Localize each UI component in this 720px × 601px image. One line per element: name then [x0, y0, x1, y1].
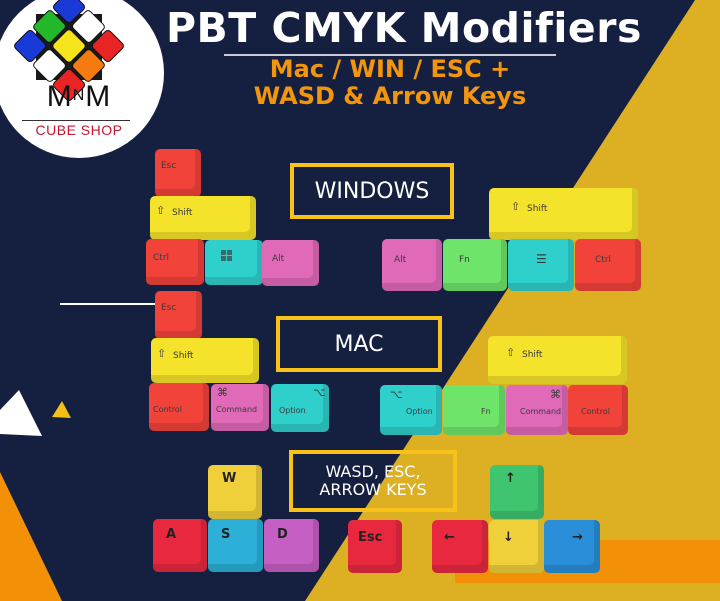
keycap-option: ⌥ Option [380, 385, 442, 435]
keycap-a: A [153, 519, 207, 572]
keycap-ctrl: Ctrl [146, 239, 204, 285]
key-label: Esc [161, 161, 177, 171]
keycap-arrow-right: → [544, 520, 600, 573]
logo-n: N [72, 87, 86, 104]
windows-logo-icon [221, 250, 232, 261]
key-label: W [222, 471, 237, 486]
key-label: A [166, 527, 177, 542]
key-label: Fn [459, 255, 470, 265]
key-label: Shift [522, 350, 543, 360]
key-label: Shift [173, 351, 194, 361]
wasd-label-line-2: ARROW KEYS [319, 480, 427, 499]
keycap-windows [205, 240, 263, 285]
key-label: Ctrl [595, 255, 612, 265]
key-label: Command [216, 405, 258, 414]
key-label: Alt [394, 255, 407, 265]
keycap-option: ⌥ Option [271, 384, 329, 432]
brand-logo: MNM CUBE SHOP [0, 0, 164, 158]
key-label: Ctrl [153, 253, 170, 263]
keycap-command: ⌘ Command [506, 385, 568, 435]
key-label: Option [279, 406, 306, 415]
logo-divider [22, 120, 130, 121]
subtitle-line-1: Mac / WIN / ESC + [269, 55, 511, 83]
shift-arrow-icon: ⇧ [156, 204, 166, 217]
arrow-left-icon: ← [444, 530, 455, 545]
windows-label-text: WINDOWS [314, 178, 430, 204]
shift-arrow-icon: ⇧ [506, 346, 516, 359]
keycap-d: D [264, 519, 319, 572]
wasd-label-line-1: WASD, ESC, [325, 462, 421, 481]
option-symbol-icon: ⌥ [313, 386, 326, 399]
wasd-section-label: WASD, ESC, ARROW KEYS [289, 450, 457, 512]
keycap-shift: ⇧ Shift [489, 188, 638, 240]
menu-icon: ☰ [536, 252, 547, 266]
key-label: Fn [481, 407, 491, 416]
keycap-s: S [208, 519, 263, 572]
keycap-command: ⌘ Command [211, 384, 269, 431]
keycap-alt: Alt [262, 240, 319, 286]
keycap-fn: Fn [443, 385, 505, 435]
title-divider [224, 54, 556, 56]
keycap-control: Control [149, 383, 209, 431]
keycap-alt: Alt [382, 239, 442, 291]
key-label: S [221, 527, 231, 542]
keycap-ctrl: Ctrl [575, 239, 641, 291]
key-label: Esc [161, 303, 177, 313]
keycap-esc: Esc [155, 291, 202, 339]
keycap-shift: ⇧ Shift [150, 196, 256, 240]
key-label: Shift [527, 204, 548, 214]
keycap-menu: ☰ [508, 239, 574, 291]
arrow-down-icon: ↓ [503, 530, 514, 545]
logo-m-right: M [85, 80, 112, 113]
key-label: Alt [272, 254, 285, 264]
command-symbol-icon: ⌘ [217, 386, 228, 399]
keycap-esc: Esc [155, 149, 201, 197]
key-label: Shift [172, 208, 193, 218]
key-label: Esc [358, 530, 383, 545]
keycap-fn: Fn [443, 239, 507, 291]
arrow-up-icon: ↑ [505, 471, 516, 486]
page-subtitle: Mac / WIN / ESC + WASD & Arrow Keys [200, 56, 580, 110]
key-label: Control [581, 407, 610, 416]
logo-m-left: M [46, 80, 73, 113]
command-symbol-icon: ⌘ [550, 388, 561, 401]
shift-arrow-icon: ⇧ [511, 200, 521, 213]
shift-arrow-icon: ⇧ [157, 347, 167, 360]
keycap-shift: ⇧ Shift [151, 338, 259, 383]
key-label: D [277, 527, 288, 542]
logo-wordmark: MNM [0, 80, 164, 114]
option-symbol-icon: ⌥ [390, 388, 403, 401]
key-label: Command [520, 407, 562, 416]
keycap-esc: Esc [348, 520, 402, 573]
windows-section-label: WINDOWS [290, 163, 454, 219]
subtitle-line-2: WASD & Arrow Keys [253, 82, 527, 110]
keycap-w: W [208, 465, 262, 519]
keycap-arrow-left: ← [432, 520, 488, 573]
key-label: Option [406, 407, 433, 416]
page-title: PBT CMYK Modifiers [166, 4, 642, 52]
mac-section-label: MAC [276, 316, 442, 372]
arrow-right-icon: → [572, 530, 583, 545]
keycap-control: Control [568, 385, 628, 435]
keycap-shift: ⇧ Shift [488, 336, 627, 384]
divider-line [60, 303, 156, 305]
key-label: Control [153, 405, 182, 414]
keycap-arrow-up: ↑ [490, 465, 544, 519]
keycap-arrow-down: ↓ [489, 520, 544, 573]
logo-tagline: CUBE SHOP [35, 122, 123, 138]
mac-label-text: MAC [334, 331, 384, 357]
